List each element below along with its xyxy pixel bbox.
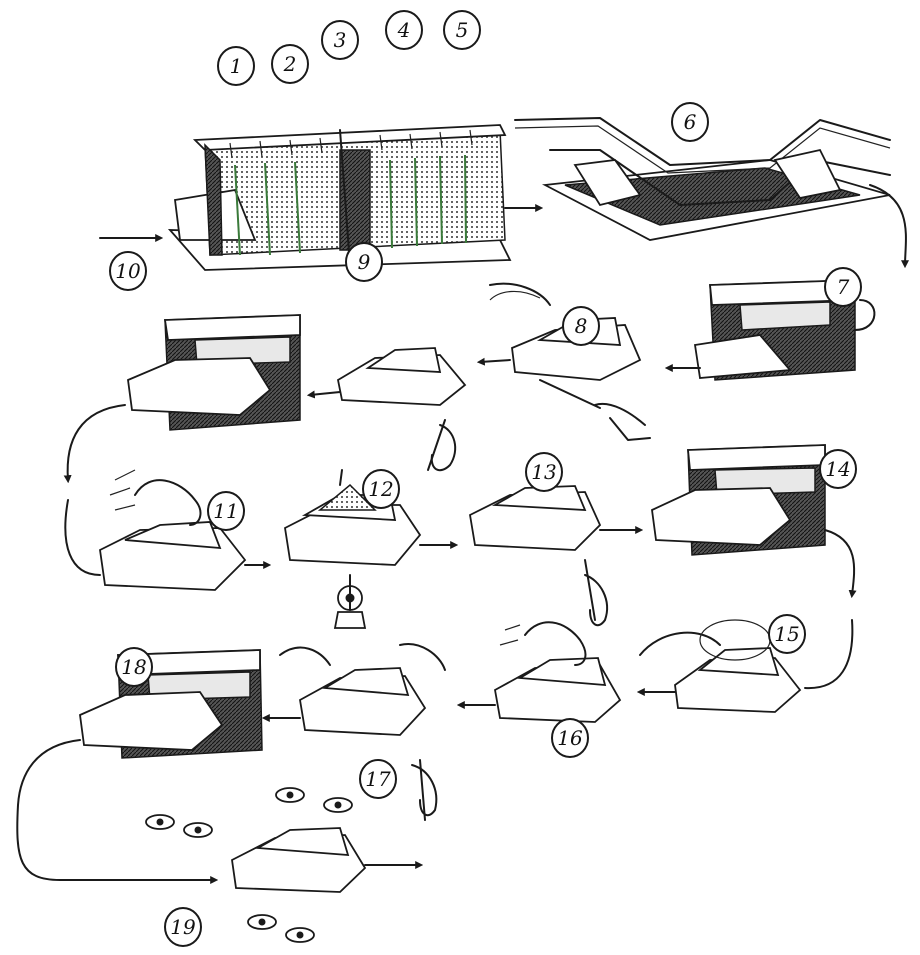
step-number: 10 <box>115 259 141 283</box>
car-13 <box>470 486 640 625</box>
step-7-marker: 7 <box>825 268 861 306</box>
step-number: 17 <box>365 767 391 791</box>
step-number: 18 <box>121 655 146 679</box>
step-10-marker: 10 <box>110 252 146 290</box>
step-2-marker: 2 <box>272 45 308 83</box>
sanding-16 <box>460 622 620 722</box>
polishing-15 <box>640 620 852 712</box>
booth-14 <box>652 445 825 555</box>
step-14-marker: 14 <box>820 450 856 488</box>
step-number: 13 <box>531 460 556 484</box>
step-9-marker: 9 <box>346 243 382 281</box>
step-18-marker: 18 <box>116 648 152 686</box>
sealing-8 <box>480 284 650 440</box>
step-11-marker: 11 <box>208 492 244 530</box>
step-16-marker: 16 <box>552 719 588 757</box>
booth-10 <box>128 315 300 430</box>
step-17-marker: 17 <box>360 760 396 798</box>
step-number: 14 <box>825 457 850 481</box>
step-number: 1 <box>230 54 243 78</box>
step-number: 4 <box>397 18 411 42</box>
step-number: 12 <box>368 477 393 501</box>
curve-arrow-18-19 <box>17 740 215 880</box>
step-number: 16 <box>557 726 583 750</box>
step-19-marker: 19 <box>165 908 201 946</box>
curve-arrow-10-11 <box>68 405 125 480</box>
step-3-marker: 3 <box>322 21 358 59</box>
car-9 <box>310 348 465 470</box>
step-5-marker: 5 <box>444 11 480 49</box>
step-number: 11 <box>213 499 238 523</box>
step-number: 6 <box>684 110 697 134</box>
step-number: 8 <box>575 314 588 338</box>
step-8-marker: 8 <box>563 307 599 345</box>
curve-arrow-14-15 <box>825 530 854 595</box>
step-12-marker: 12 <box>363 470 399 508</box>
step-number: 19 <box>170 915 196 939</box>
step-number: 9 <box>358 250 371 274</box>
sanding-11 <box>65 470 268 590</box>
step-number: 5 <box>456 18 469 42</box>
step-4-marker: 4 <box>386 11 422 49</box>
step-6-marker: 6 <box>672 103 708 141</box>
step-number: 7 <box>837 275 850 299</box>
step-1-marker: 1 <box>218 47 254 85</box>
step-13-marker: 13 <box>526 453 562 491</box>
step-15-marker: 15 <box>769 615 805 653</box>
pretreatment-tunnel <box>170 125 510 270</box>
step-number: 3 <box>334 28 347 52</box>
step-number: 2 <box>283 52 297 76</box>
step-number: 15 <box>774 622 799 646</box>
booth-18 <box>80 650 262 758</box>
